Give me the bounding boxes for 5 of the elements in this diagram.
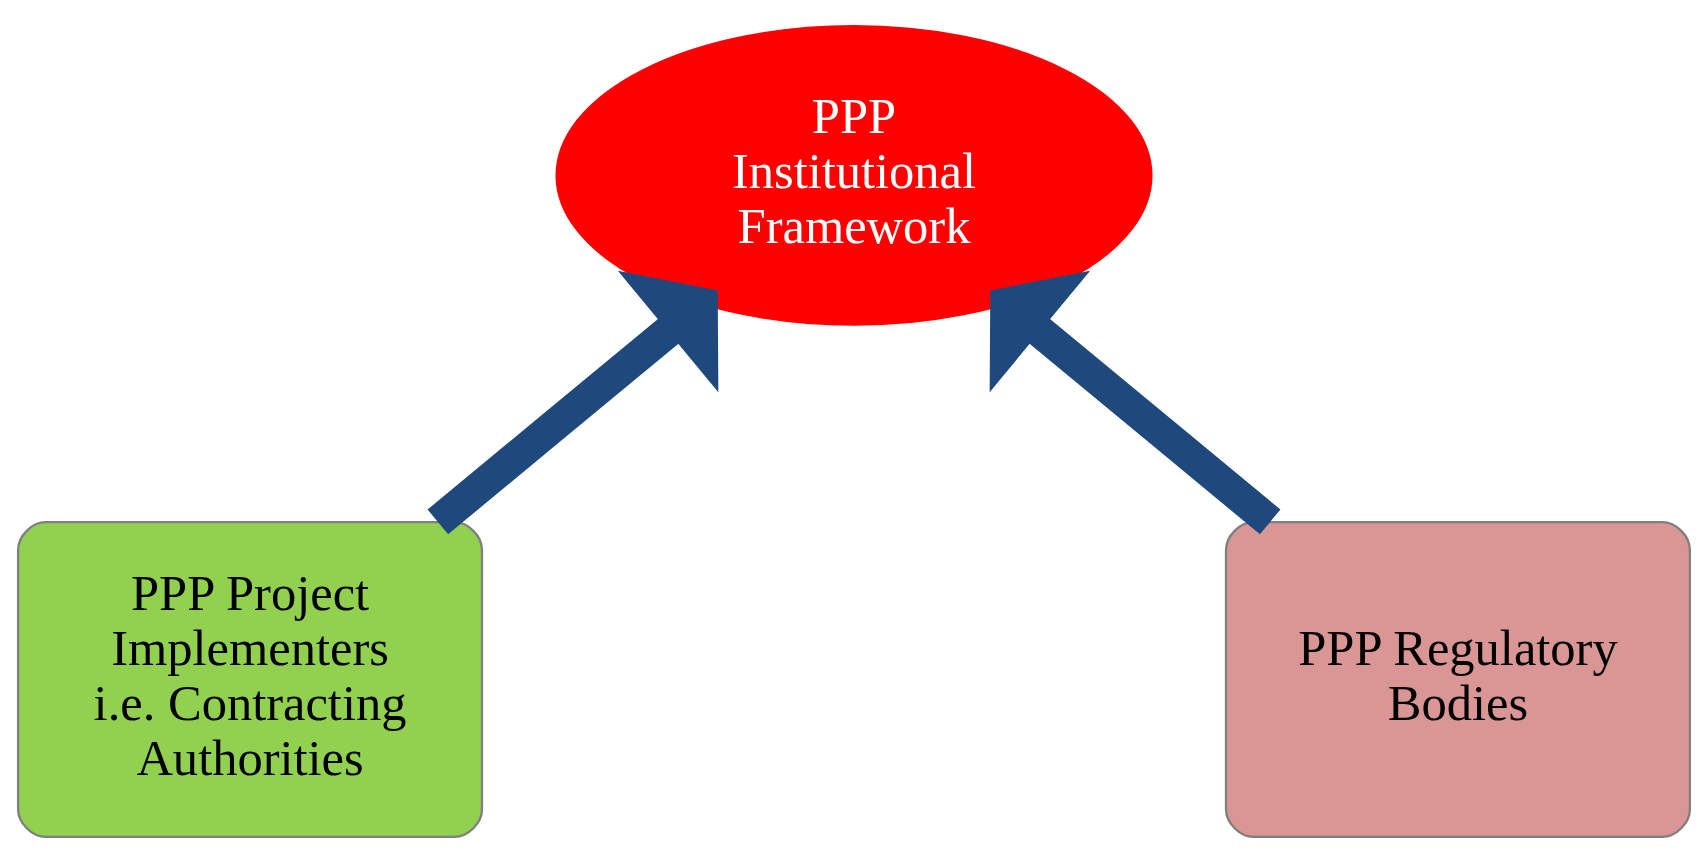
node-ellipse: PPP Institutional Framework — [555, 25, 1153, 326]
arrow — [989, 270, 1281, 535]
node-box: PPP Project Implementers i.e. Contracting Authorities — [16, 521, 484, 838]
arrow — [427, 270, 719, 535]
node-box: PPP Regulatory Bodies — [1224, 521, 1692, 838]
